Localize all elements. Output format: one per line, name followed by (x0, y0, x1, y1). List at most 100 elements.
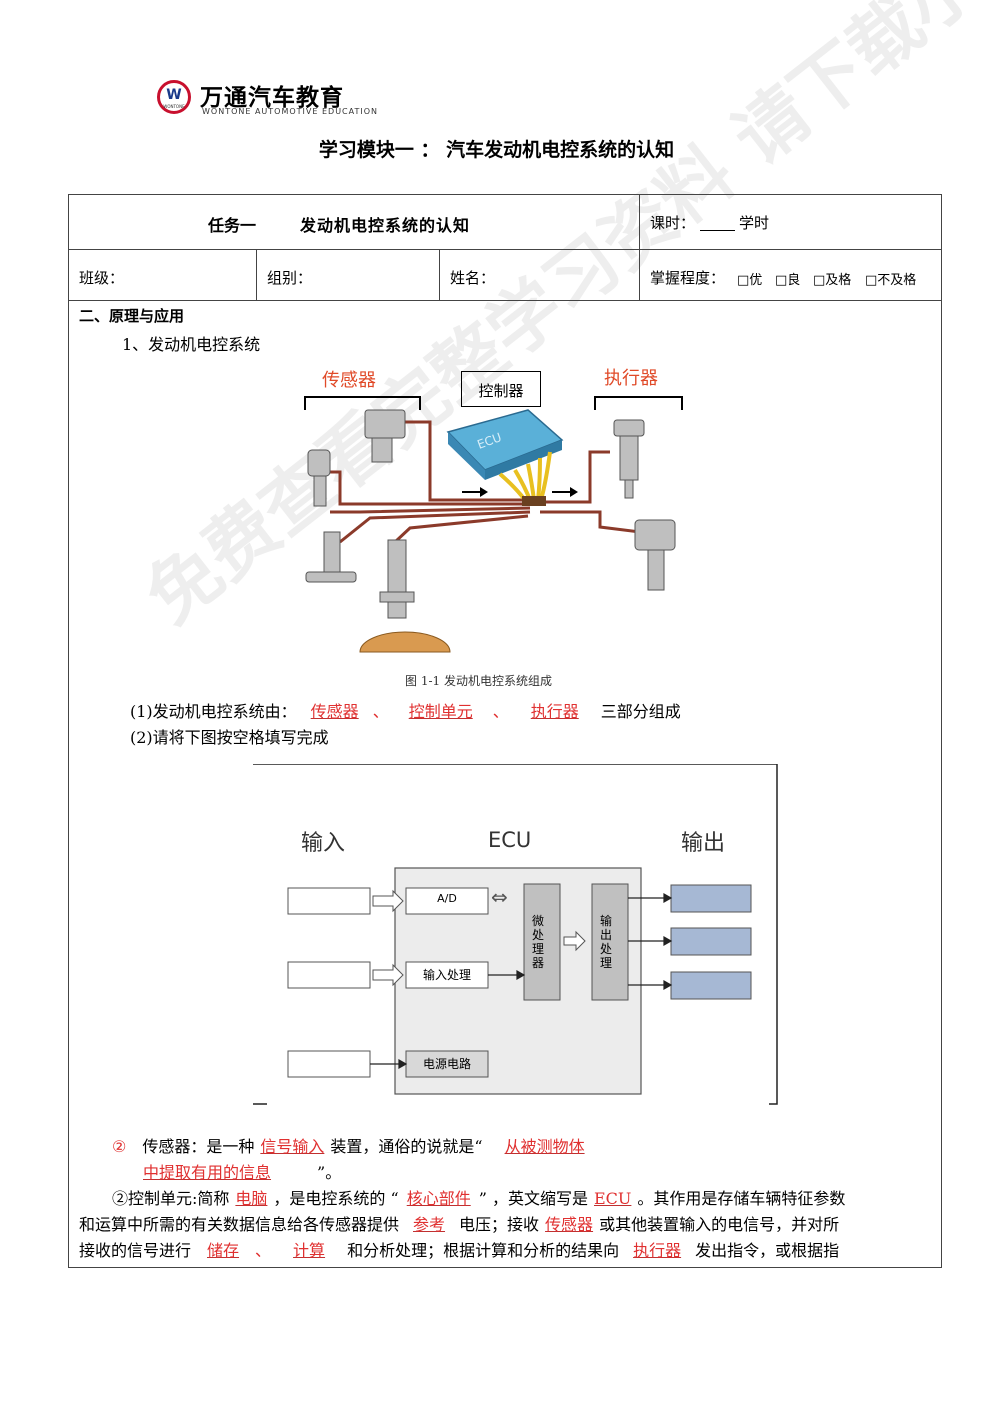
p1-answer-part1[interactable]: 从被测物体 (504, 1137, 585, 1156)
connector-icon (522, 496, 546, 506)
p1-answer-signal-input[interactable]: 信号输入 (260, 1137, 325, 1156)
p2-text: 接收的信号进行 (79, 1241, 192, 1260)
diagram-input-label: 输入 (301, 831, 346, 856)
output-proc-label: 输出处理 (600, 914, 613, 970)
p1-line1: ② 传感器：是一种信号输入装置，通俗的说就是“ 从被测物体 (112, 1133, 585, 1157)
sensor-bracket (304, 396, 421, 410)
p2-text: 。其作用是存储车辆特征参数 (637, 1189, 846, 1208)
logo-cn: 万通汽车教育 (200, 85, 344, 111)
actuator-icons (613, 419, 676, 591)
micro-label: 微处理器 (532, 914, 545, 970)
p2-text: 发出指令，或根据指 (695, 1241, 840, 1260)
mastery-option-good[interactable]: □良 (775, 273, 801, 288)
task-name: 发动机电控系统的认知 (300, 216, 471, 235)
p2-text: 电压；接收 (459, 1215, 540, 1234)
table-divider (68, 300, 942, 301)
p2-answer-actuator[interactable]: 执行器 (633, 1241, 682, 1260)
actuator-bracket (594, 396, 683, 410)
p2-answer-sensor[interactable]: 传感器 (545, 1215, 594, 1234)
table-divider (68, 249, 942, 250)
ecu-icon (446, 409, 564, 471)
name-label: 姓名： (450, 269, 496, 287)
diagram-ecu-label: ECU (488, 828, 532, 852)
table-divider (639, 194, 640, 300)
output-blank-1 (670, 884, 752, 913)
controller-box (461, 371, 541, 407)
input-blank-1 (287, 887, 371, 915)
flow-arrows (462, 487, 578, 497)
micro-box (523, 883, 561, 1001)
input-blank-2 (287, 961, 371, 989)
ecu-block-diagram (253, 763, 778, 1106)
table-divider (256, 249, 257, 300)
logo-en: WONTONE AUTOMOTIVE EDUCATION (202, 107, 379, 116)
hours-label: 课时： (650, 214, 696, 232)
sub-heading: 1、发动机电控系统 (122, 335, 261, 354)
logo-letter: W (166, 87, 182, 103)
p2-answer-reference[interactable]: 参考 (413, 1215, 446, 1234)
ecu-block-diagram-svg (253, 763, 778, 1105)
mastery-option-fail[interactable]: □不及格 (865, 273, 917, 288)
p2-text: ②控制单元:简称 (112, 1189, 230, 1208)
p1-marker: ② (112, 1137, 127, 1156)
p2-text: 和运算中所需的有关数据信息给各传感器提供 (79, 1215, 400, 1234)
p2-text: ” ，英文缩写是 (478, 1189, 588, 1208)
p1-line2: 中提取有用的信息 ”。 (143, 1159, 341, 1183)
p1-text1: 传感器：是一种 (142, 1137, 255, 1156)
p2-answer-ecu[interactable]: ECU (594, 1189, 632, 1208)
q1-answer-actuator[interactable]: 执行器 (530, 702, 579, 721)
output-proc-box (591, 883, 629, 1001)
connector-lines (370, 892, 673, 1070)
p1-text2: 装置，通俗的说就是“ (330, 1137, 483, 1156)
q1-answer-sensor[interactable]: 传感器 (310, 702, 359, 721)
p2-answer-store[interactable]: 储存 (207, 1241, 240, 1260)
q1-sep: 、 (492, 702, 509, 721)
q1-line: (1)发动机电控系统由：传感器、控制单元、执行器三部分组成 (130, 698, 681, 722)
p2-line2: 和运算中所需的有关数据信息给各传感器提供参考电压；接收传感器或其他装置输入的电信… (79, 1211, 839, 1235)
sensor-label: 传感器 (322, 370, 376, 391)
q1-answer-control-unit[interactable]: 控制单元 (408, 702, 473, 721)
gear-icon (359, 631, 451, 653)
class-label: 班级： (79, 269, 125, 287)
q1-suffix: 三部分组成 (600, 702, 681, 721)
p2-text: 和分析处理；根据计算和分析的结果向 (347, 1241, 620, 1260)
logo-sub: WONTONE (163, 104, 185, 109)
task-label: 任务一 (208, 216, 257, 235)
figure-engine-control-svg (304, 396, 683, 653)
figure1-caption: 图 1-1 发动机电控系统组成 (405, 674, 552, 688)
sensor-icons (305, 409, 415, 619)
mastery-option-pass[interactable]: □及格 (813, 273, 852, 288)
diagram-output-label: 输出 (681, 831, 726, 856)
p2-answer-brain[interactable]: 电脑 (235, 1189, 268, 1208)
group-label: 组别： (267, 269, 313, 287)
figure-engine-control (300, 362, 700, 662)
q1-prefix: (1)发动机电控系统由： (130, 702, 297, 721)
p1-answer-part2[interactable]: 中提取有用的信息 (143, 1163, 272, 1182)
p2-line1: ②控制单元:简称电脑 ，是电控系统的 “ 核心部件 ” ，英文缩写是 ECU 。其作用是存… (112, 1185, 845, 1209)
p2-text: ，是电控系统的 “ (273, 1189, 399, 1208)
q2-text: (2)请将下图按空格填写完成 (130, 728, 329, 747)
p1-text3: ”。 (317, 1163, 342, 1182)
doc-title: 学习模块一 ： 汽车发动机电控系统的认知 (318, 139, 675, 161)
output-blank-2 (670, 927, 752, 956)
mastery-option-excellent[interactable]: □优 (737, 273, 763, 288)
double-arrow-icon: ⇔ (491, 885, 508, 909)
hours-unit: 学时 (739, 214, 770, 232)
input-proc-label: 输入处理 (422, 968, 471, 982)
p2-line3: 接收的信号进行储存、 计算 和分析处理；根据计算和分析的结果向执行器发出指令，或根据… (79, 1237, 839, 1261)
output-blank-3 (670, 971, 752, 1000)
task-table (68, 194, 942, 1268)
table-divider (439, 249, 440, 300)
actuator-label: 执行器 (604, 368, 658, 389)
hours-blank[interactable] (700, 230, 735, 231)
p2-answer-calc[interactable]: 计算 (293, 1241, 326, 1260)
input-blank-3 (287, 1050, 371, 1078)
p2-text: 或其他装置输入的电信号，并对所 (599, 1215, 840, 1234)
power-circuit-label: 电源电路 (422, 1057, 471, 1071)
controller-label: 控制器 (478, 382, 524, 400)
wiring (330, 420, 641, 544)
p2-sep: 、 (255, 1241, 272, 1260)
section-heading: 二、原理与应用 (79, 307, 185, 325)
p2-answer-core[interactable]: 核心部件 (406, 1189, 471, 1208)
q1-sep: 、 (372, 702, 389, 721)
